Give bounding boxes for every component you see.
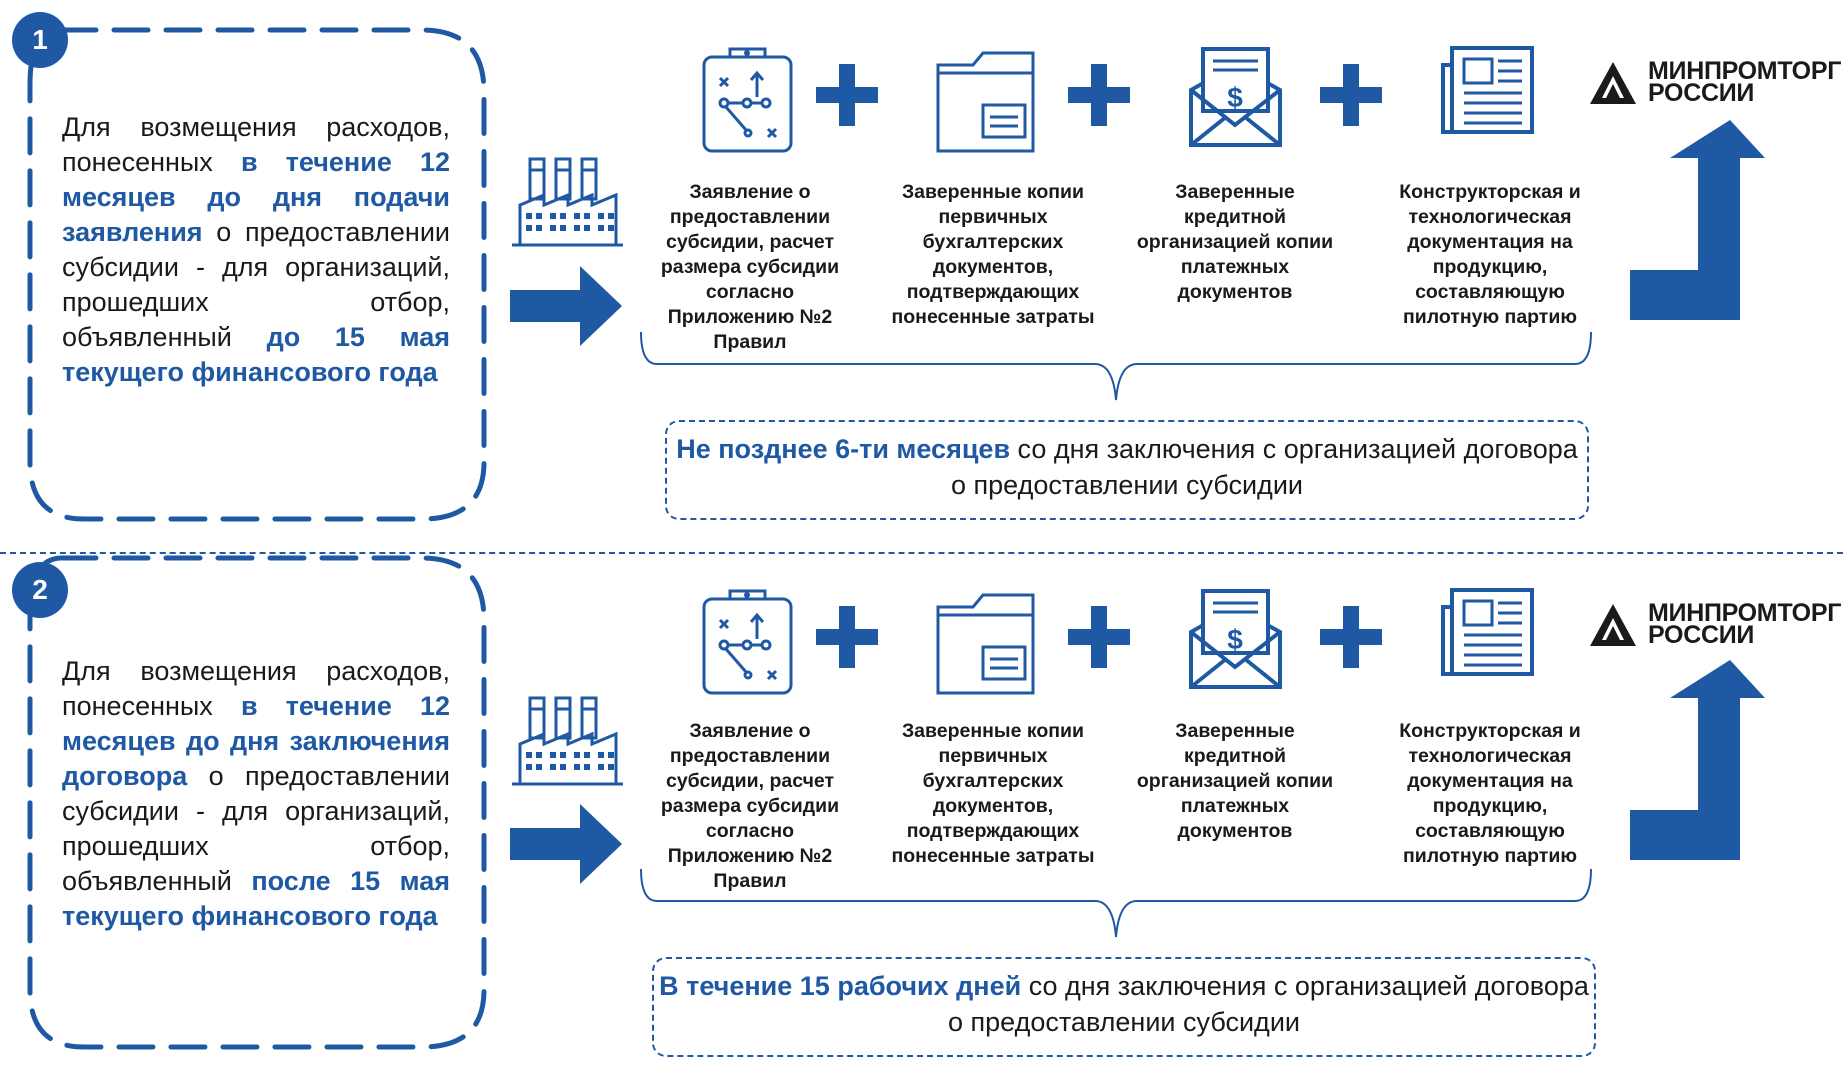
document-label: Заверенные кредитной организацией копии … — [1136, 720, 1334, 842]
factory-icon — [512, 696, 623, 786]
condition-highlight: до 15 мая текущего финансового года — [62, 322, 450, 387]
condition-text-part: о предоставлении субсидии - для организа… — [62, 217, 450, 352]
newspaper-icon — [1441, 46, 1534, 134]
logo-line-2: РОССИИ — [1648, 621, 1755, 649]
minpromtorg-logo-icon — [1590, 604, 1636, 646]
right-arrow-icon — [510, 266, 622, 346]
grouping-brace — [640, 331, 1592, 401]
document-label: Конструкторская и технологическая докуме… — [1399, 181, 1581, 328]
row-1: 1 Для возмещения расходов, понесенных в … — [0, 0, 1843, 541]
row-2: 2 Для возмещения расходов, понесенных в … — [0, 542, 1843, 1083]
plus-icon — [816, 64, 878, 126]
folder-document-icon — [936, 51, 1035, 153]
document-label: Заявление о предоставлении субсидии, рас… — [660, 181, 840, 353]
clipboard-strategy-icon — [702, 589, 793, 695]
envelope-dollar-icon: $ — [1189, 589, 1282, 689]
factory-icon — [512, 157, 623, 247]
right-arrow-icon — [510, 804, 622, 884]
plus-icon — [1068, 606, 1130, 668]
document-label: Заявление о предоставлении субсидии, рас… — [660, 720, 840, 892]
logo-text: МИНПРОМТОРГ РОССИИ — [1648, 599, 1842, 649]
logo-text: МИНПРОМТОРГ РОССИИ — [1648, 57, 1842, 107]
up-arrow-icon — [1630, 660, 1765, 860]
plus-icon — [1320, 606, 1382, 668]
condition-highlight: в течение 12 месяцев до дня подачи заявл… — [62, 147, 450, 247]
condition-text-part: Для возмещения расходов, понесенных — [62, 656, 450, 721]
condition-text: Для возмещения расходов, понесенных в те… — [62, 654, 450, 934]
deadline-highlight: В течение 15 рабочих дней — [659, 971, 1022, 1001]
deadline-text: со дня заключения с организацией договор… — [948, 971, 1589, 1037]
folder-document-icon — [936, 593, 1035, 695]
deadline-highlight: Не позднее 6-ти месяцев — [676, 434, 1011, 464]
document-label: Заверенные копии первичных бухгалтерских… — [891, 720, 1095, 867]
document-label: Заверенные кредитной организацией копии … — [1136, 181, 1334, 303]
up-arrow-icon — [1630, 120, 1765, 320]
plus-icon — [816, 606, 878, 668]
document-label: Конструкторская и технологическая докуме… — [1399, 720, 1581, 867]
step-number-badge: 1 — [12, 12, 68, 68]
clipboard-strategy-icon — [702, 47, 793, 153]
condition-text-part: Для возмещения расходов, понесенных — [62, 112, 450, 177]
logo-line-1: МИНПРОМТОРГ — [1648, 599, 1842, 627]
envelope-dollar-icon: $ — [1189, 47, 1282, 147]
logo-line-2: РОССИИ — [1648, 79, 1755, 107]
condition-frame — [27, 27, 487, 522]
document-label: Заверенные копии первичных бухгалтерских… — [891, 181, 1095, 328]
svg-text:$: $ — [1227, 624, 1243, 655]
logo-line-1: МИНПРОМТОРГ — [1648, 57, 1842, 85]
condition-text-part: о предоставлении субсидии - для организа… — [62, 761, 450, 896]
deadline-text: со дня заключения с организацией договор… — [951, 434, 1578, 500]
condition-text: Для возмещения расходов, понесенных в те… — [62, 110, 450, 390]
condition-highlight: в течение 12 месяцев до дня заключения д… — [62, 691, 450, 791]
grouping-brace — [640, 868, 1592, 938]
minpromtorg-logo-icon — [1590, 62, 1636, 104]
plus-icon — [1320, 64, 1382, 126]
newspaper-icon — [1441, 588, 1534, 676]
deadline-box: Не позднее 6-ти месяцев со дня заключени… — [665, 420, 1589, 520]
row-separator — [0, 552, 1843, 554]
deadline-box: В течение 15 рабочих дней со дня заключе… — [652, 957, 1596, 1057]
step-number-badge: 2 — [12, 562, 68, 618]
plus-icon — [1068, 64, 1130, 126]
condition-highlight: после 15 мая текущего финансового года — [62, 866, 450, 931]
svg-text:$: $ — [1227, 82, 1243, 113]
